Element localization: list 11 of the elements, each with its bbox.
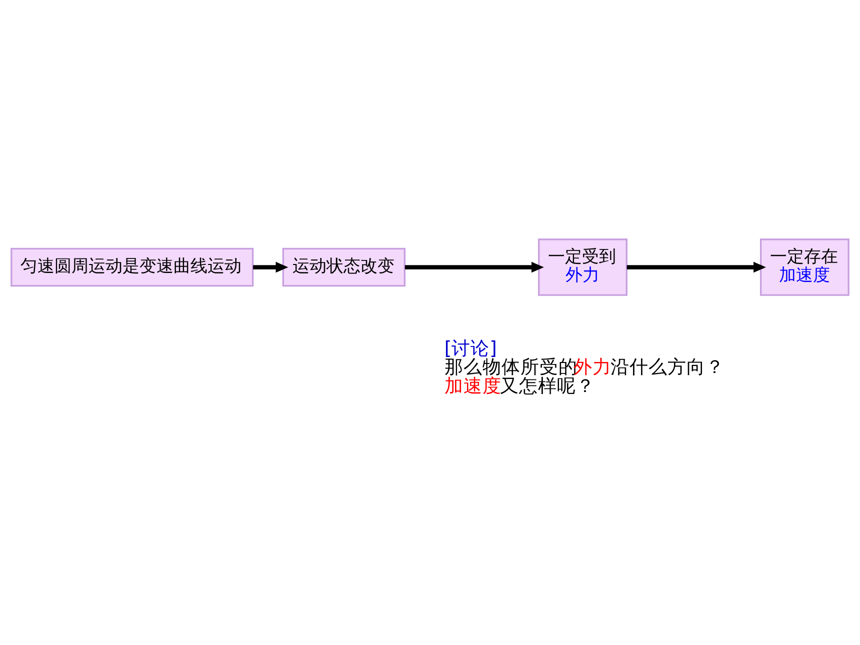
- node-box: 运动状态改变: [282, 248, 406, 287]
- arrow: [626, 262, 766, 273]
- label: 外力: [573, 357, 612, 378]
- label: 加速度: [444, 376, 502, 397]
- arrow: [404, 262, 544, 273]
- label: 沿什么方向？: [610, 357, 725, 378]
- arrow: [253, 262, 288, 273]
- node-box: 匀速圆周运动是变速曲线运动: [10, 248, 254, 287]
- node-box: 一定存在 加速度: [760, 238, 850, 296]
- node-box: 一定受到 外力: [538, 238, 628, 296]
- label: 又怎样呢？: [500, 376, 596, 397]
